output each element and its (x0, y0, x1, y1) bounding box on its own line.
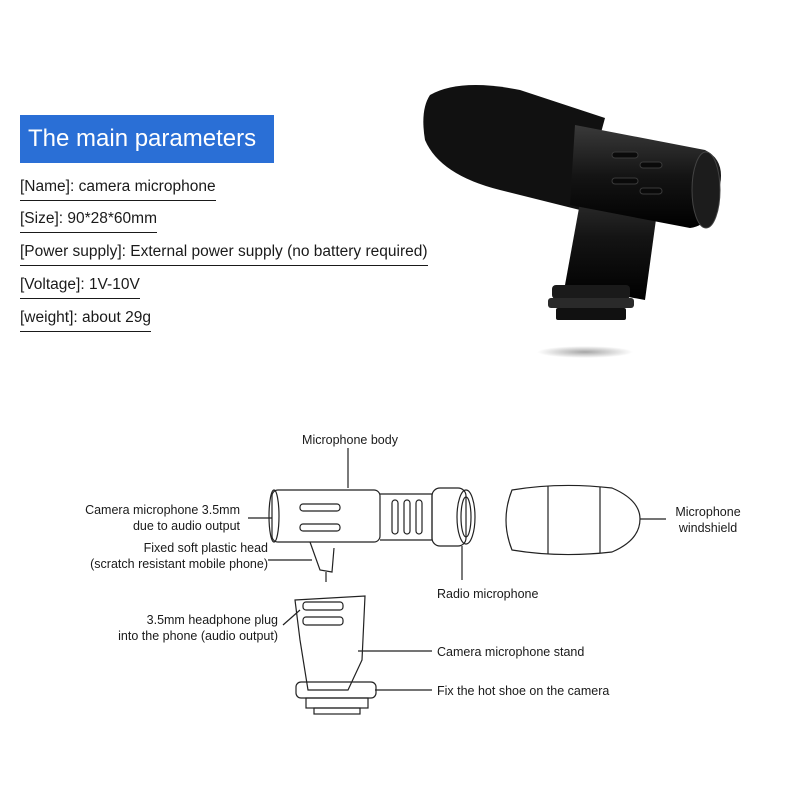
label-microphone-stand: Camera microphone stand (437, 645, 585, 659)
param-value: : about 29g (73, 309, 151, 326)
label-windshield: Microphone windshield (668, 504, 748, 536)
param-key: [Size] (20, 210, 59, 227)
label-audio-output-line1: Camera microphone 3.5mm (85, 503, 240, 517)
param-value: : 1V-10V (80, 276, 140, 293)
label-headphone-plug-line1: 3.5mm headphone plug (146, 613, 278, 627)
param-key: [weight] (20, 309, 74, 326)
microphone-photo (423, 85, 721, 358)
label-audio-output: Camera microphone 3.5mm due to audio out… (40, 502, 240, 534)
label-soft-head: Fixed soft plastic head (scratch resista… (40, 540, 268, 572)
label-headphone-plug-line2: into the phone (audio output) (118, 629, 278, 643)
param-value: : 90*28*60mm (58, 210, 157, 227)
label-soft-head-line1: Fixed soft plastic head (143, 541, 268, 555)
param-key: [Power supply] (20, 243, 122, 260)
param-name: [Name]: camera microphone (20, 178, 216, 201)
label-hot-shoe: Fix the hot shoe on the camera (437, 684, 610, 698)
label-radio-microphone: Radio microphone (437, 587, 539, 601)
param-size: [Size]: 90*28*60mm (20, 210, 157, 233)
exploded-diagram (248, 448, 666, 715)
label-soft-head-line2: (scratch resistant mobile phone) (90, 557, 268, 571)
label-headphone-plug: 3.5mm headphone plug into the phone (aud… (60, 612, 278, 644)
label-audio-output-line2: due to audio output (132, 519, 240, 533)
label-microphone-body: Microphone body (302, 433, 398, 447)
param-value: : External power supply (no battery requ… (121, 243, 428, 260)
param-key: [Name] (20, 178, 70, 195)
param-weight: [weight]: about 29g (20, 309, 151, 332)
section-title: The main parameters (20, 115, 274, 163)
param-voltage: [Voltage]: 1V-10V (20, 276, 140, 299)
param-value: : camera microphone (69, 178, 216, 195)
label-windshield-line2: windshield (678, 521, 738, 535)
label-windshield-line1: Microphone (675, 505, 741, 519)
param-power-supply: [Power supply]: External power supply (n… (20, 243, 428, 266)
param-key: [Voltage] (20, 276, 81, 293)
